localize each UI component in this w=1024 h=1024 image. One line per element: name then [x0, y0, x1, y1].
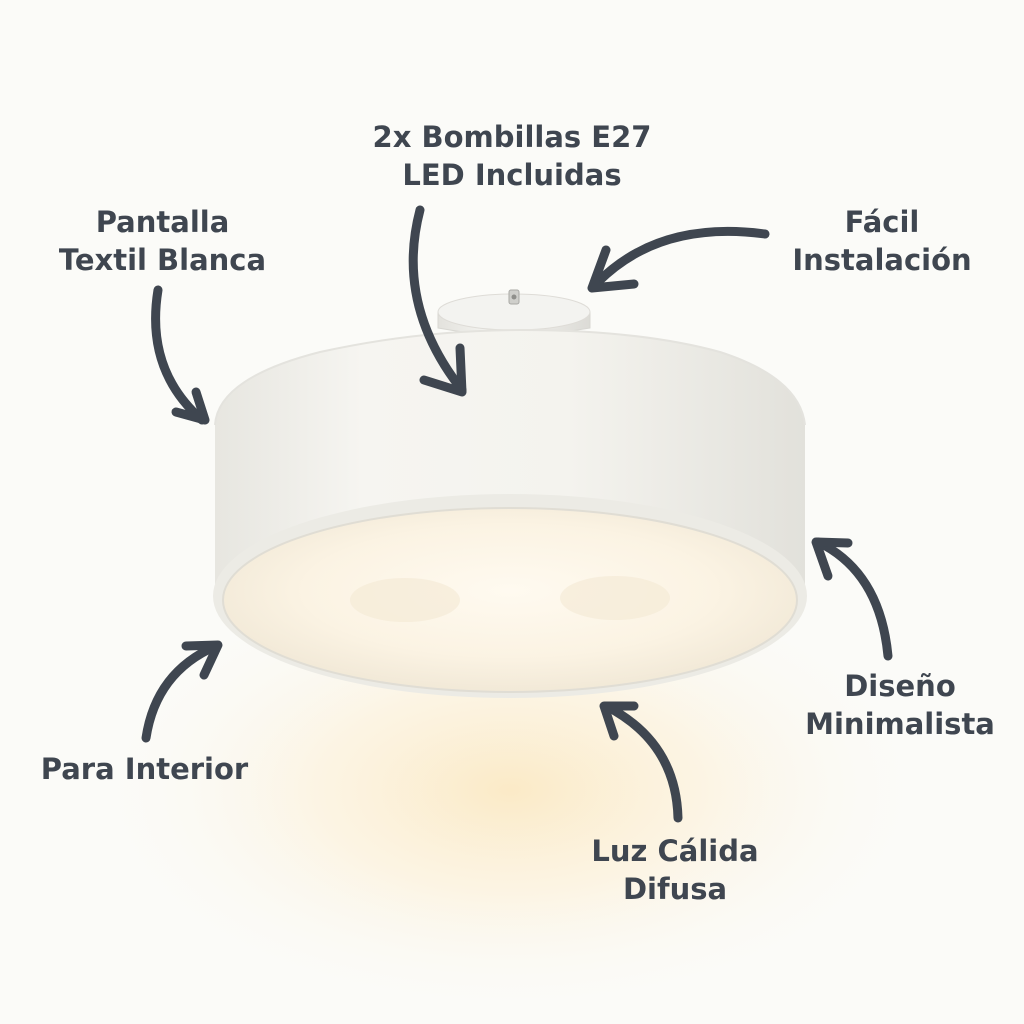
label-design: Diseño Minimalista: [770, 667, 1024, 743]
arrow-icon: [599, 701, 683, 823]
arrow-icon: [151, 285, 210, 425]
diffuser: [223, 508, 797, 692]
label-light-line2: Difusa: [622, 872, 728, 906]
warm-glow: [80, 560, 940, 1020]
label-interior: Para Interior: [12, 750, 277, 788]
arrow-icon: [141, 640, 223, 743]
drum-lampshade: [213, 328, 807, 698]
label-design-line1: Diseño: [844, 669, 956, 703]
label-light: Luz Cálida Difusa: [540, 832, 810, 908]
label-bulbs: 2x Bombillas E27 LED Incluidas: [262, 118, 762, 194]
label-interior-line1: Para Interior: [40, 752, 249, 786]
label-bulbs-line1: 2x Bombillas E27: [372, 120, 652, 154]
arrow-icon: [587, 226, 770, 293]
arrow-icon: [811, 537, 893, 661]
label-design-line2: Minimalista: [805, 707, 995, 741]
arrow-icon: [408, 205, 467, 397]
label-shade-line1: Pantalla: [95, 205, 230, 239]
label-installation: Fácil Instalación: [752, 203, 1012, 279]
label-light-line1: Luz Cálida: [591, 834, 759, 868]
label-shade: Pantalla Textil Blanca: [30, 203, 295, 279]
label-shade-line2: Textil Blanca: [58, 243, 267, 277]
ceiling-canopy: [437, 289, 591, 336]
label-bulbs-line2: LED Incluidas: [402, 158, 622, 192]
label-installation-line2: Instalación: [792, 243, 972, 277]
label-installation-line1: Fácil: [844, 205, 920, 239]
